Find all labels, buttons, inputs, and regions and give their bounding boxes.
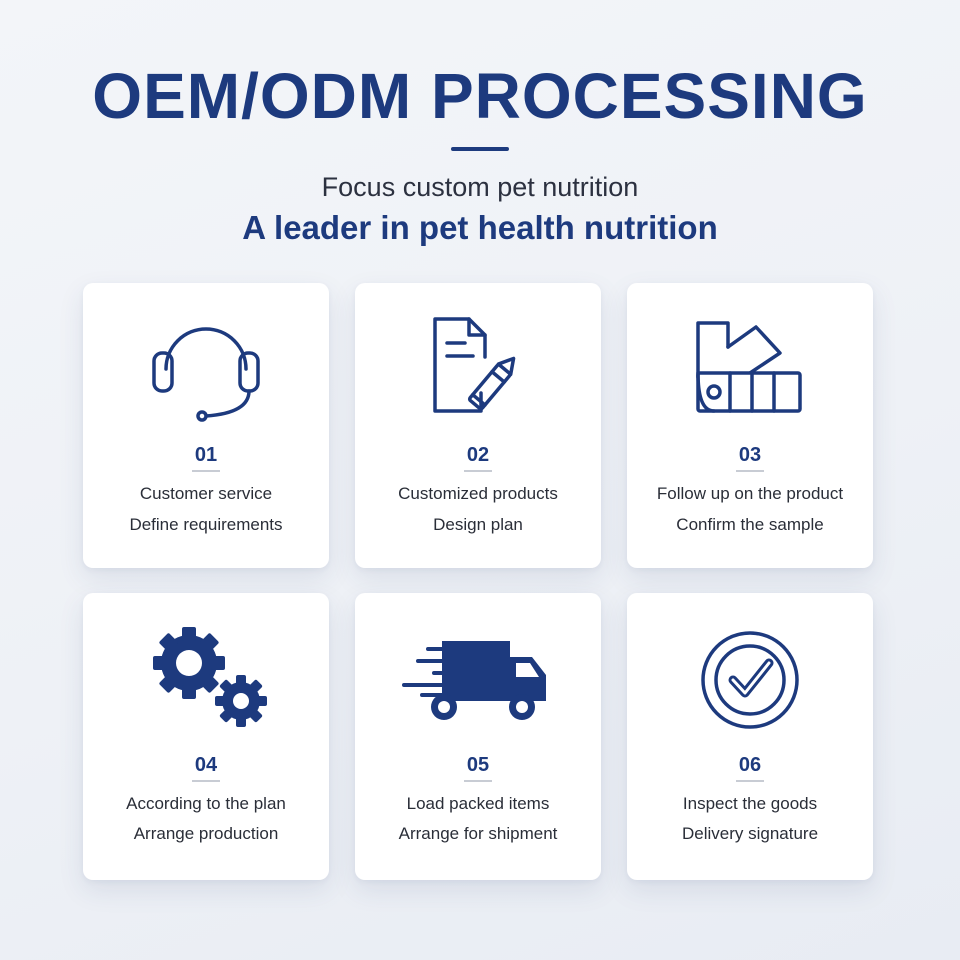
check-circle-icon	[701, 631, 799, 729]
step-line-2: Define requirements	[129, 515, 283, 534]
step-line-1: Follow up on the product	[656, 484, 844, 503]
step-card-05: 05 Load packed items Arrange for shipmen…	[355, 593, 601, 880]
step-line-2: Design plan	[433, 515, 523, 534]
number-divider	[192, 470, 220, 472]
step-number: 05	[466, 754, 490, 776]
step-line-1: According to the plan	[126, 794, 286, 813]
step-line-2: Arrange production	[133, 824, 279, 843]
number-divider	[192, 780, 220, 782]
step-card-03: 03 Follow up on the product Confirm the …	[627, 283, 873, 568]
document-pencil-icon	[433, 317, 516, 413]
step-number: 06	[738, 754, 762, 776]
step-number: 04	[194, 754, 218, 776]
page-tagline: A leader in pet health nutrition	[242, 209, 718, 246]
step-number: 03	[738, 444, 762, 466]
step-line-1: Customer service	[139, 484, 273, 503]
step-line-2: Arrange for shipment	[398, 824, 558, 843]
page-subtitle: Focus custom pet nutrition	[321, 172, 639, 202]
number-divider	[464, 780, 492, 782]
number-divider	[736, 780, 764, 782]
step-line-2: Delivery signature	[681, 824, 819, 843]
color-swatch-icon	[696, 321, 802, 413]
step-line-1: Customized products	[398, 484, 558, 503]
step-number: 01	[194, 444, 218, 466]
step-line-1: Load packed items	[406, 794, 550, 813]
step-card-01: 01 Customer service Define requirements	[83, 283, 329, 568]
delivery-truck-icon	[402, 641, 546, 720]
gears-icon	[153, 627, 267, 727]
step-card-02: 02 Customized products Design plan	[355, 283, 601, 568]
step-number: 02	[466, 444, 490, 466]
number-divider	[464, 470, 492, 472]
step-line-2: Confirm the sample	[676, 515, 824, 534]
number-divider	[736, 470, 764, 472]
step-card-04: 04 According to the plan Arrange product…	[83, 593, 329, 880]
headset-icon	[152, 327, 260, 422]
step-card-06: 06 Inspect the goods Delivery signature	[627, 593, 873, 880]
step-line-1: Inspect the goods	[682, 794, 818, 813]
title-divider	[451, 147, 509, 151]
page-title: OEM/ODM PROCESSING	[92, 60, 868, 132]
